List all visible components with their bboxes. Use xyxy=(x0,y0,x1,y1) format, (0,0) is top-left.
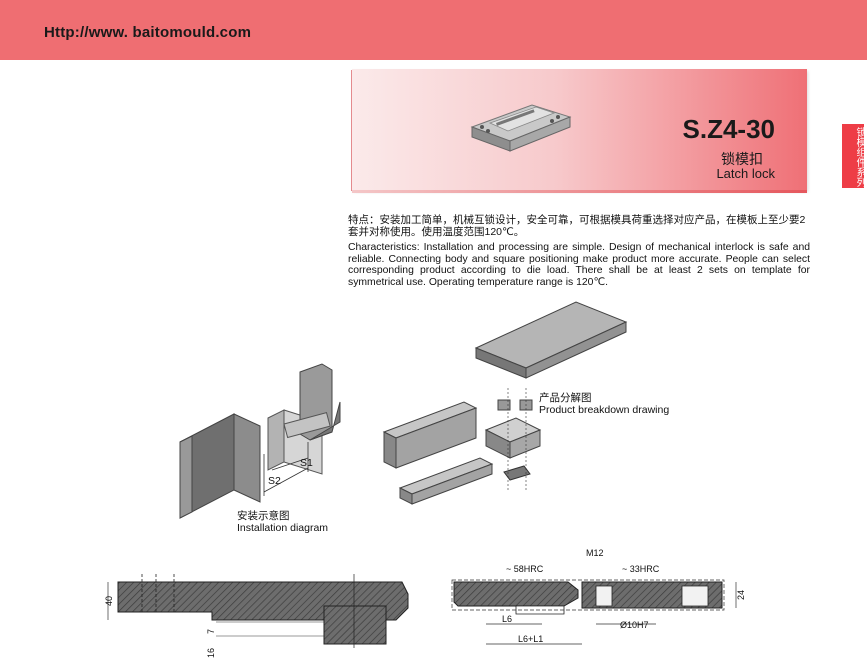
installation-diagram xyxy=(179,363,341,519)
dim-height: 40 xyxy=(104,596,114,606)
breakdown-caption: 产品分解图 Product breakdown drawing xyxy=(539,392,669,416)
technical-drawing-left: 40 0 7 16 xyxy=(104,570,409,658)
dim-7: 7 xyxy=(206,629,216,634)
product-code: S.Z4-30 xyxy=(682,114,776,144)
hrc-right-label: ~ 33HRC xyxy=(622,564,660,574)
header-bar: Http://www. baitomould.com xyxy=(0,0,867,60)
zero-label: 0 xyxy=(351,570,356,572)
breakdown-drawing xyxy=(382,301,628,505)
installation-label-cn: 安装示意图 xyxy=(237,510,290,522)
product-name-cn: 锁模扣 xyxy=(721,151,763,167)
description-cn: 特点：安装加工简单，机械互锁设计，安全可靠，可根据模具荷重选择对应产品，在模板上… xyxy=(348,214,806,238)
category-side-tab[interactable]: 锁模组件系列 xyxy=(842,124,865,188)
dim-24: 24 xyxy=(736,590,746,600)
thread-label: M12 xyxy=(586,548,604,558)
product-photo xyxy=(470,104,572,152)
technical-drawing-right: M12 ~ 58HRC ~ 33HRC 24 L6 L6+L1 Ø10H7 xyxy=(451,548,746,645)
description-en: Characteristics: Installation and proces… xyxy=(348,242,810,288)
installation-s2-label: S2 xyxy=(268,475,281,487)
installation-caption: 安装示意图 Installation diagram xyxy=(237,510,328,534)
product-banner: S.Z4-30 锁模扣 Latch lock xyxy=(352,69,807,193)
dim-l6: L6 xyxy=(502,614,512,624)
breakdown-label-en: Product breakdown drawing xyxy=(539,404,670,416)
installation-s1-label: S1 xyxy=(300,457,313,469)
hole-label: Ø10H7 xyxy=(620,620,649,630)
hrc-left-label: ~ 58HRC xyxy=(506,564,544,574)
website-url[interactable]: Http://www. baitomould.com xyxy=(44,24,252,41)
product-name-en: Latch lock xyxy=(716,166,775,181)
installation-label-en: Installation diagram xyxy=(237,522,329,534)
dim-l6-l1: L6+L1 xyxy=(518,634,543,644)
breakdown-label-cn: 产品分解图 xyxy=(539,392,592,404)
dim-16: 16 xyxy=(206,648,216,658)
